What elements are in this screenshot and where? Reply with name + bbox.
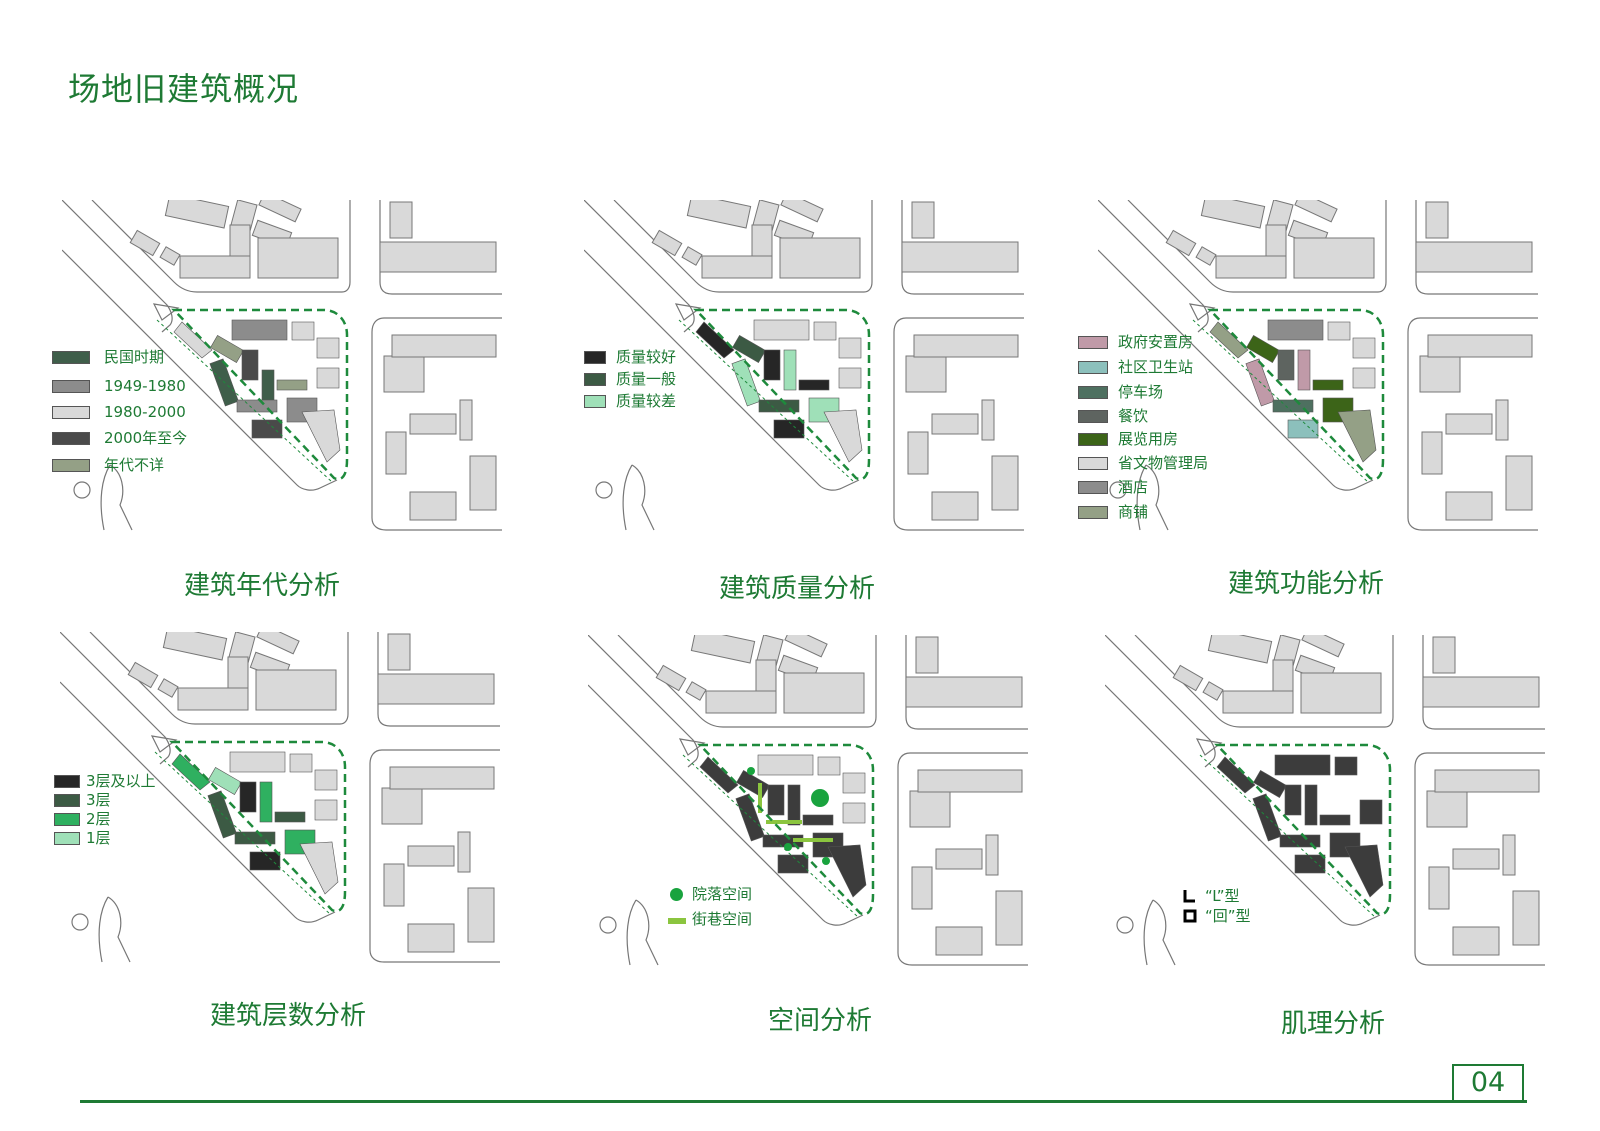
l-shape-icon <box>1183 890 1195 903</box>
panel-building-age: 民国时期 1949-1980 1980-2000 2000年至今 年代不详 <box>52 200 502 535</box>
site-map-quality <box>584 200 1024 531</box>
legend: 政府安置房 社区卫生站 停车场 餐饮 展览用房 省文物管理局 酒店 商铺 <box>1078 333 1278 523</box>
panel-building-quality: 质量较好 质量一般 质量较差 <box>584 200 1024 535</box>
page-number: 04 <box>1452 1064 1524 1102</box>
caption-building-function: 建筑功能分析 <box>1227 569 1385 599</box>
panel-space: 院落空间 街巷空间 <box>588 635 1028 970</box>
square-shape-icon <box>1183 909 1197 923</box>
panel-texture: “L”型 “回”型 <box>1105 635 1545 970</box>
caption-texture: 肌理分析 <box>1280 1009 1386 1039</box>
site-map-floors <box>60 632 500 963</box>
site-map-texture <box>1105 635 1545 966</box>
legend: “L”型 “回”型 <box>1183 887 1343 937</box>
legend: 3层及以上 3层 2层 1层 <box>54 772 214 852</box>
caption-building-age: 建筑年代分析 <box>183 571 341 601</box>
courtyard-marks <box>747 767 833 865</box>
bottom-rule <box>80 1100 1527 1103</box>
page-title: 场地旧建筑概况 <box>68 70 300 108</box>
site-map-space <box>588 635 1028 966</box>
legend: 院落空间 街巷空间 <box>668 885 828 935</box>
site-map-function <box>1098 200 1538 531</box>
legend: 质量较好 质量一般 质量较差 <box>584 348 784 418</box>
panel-building-floors: 3层及以上 3层 2层 1层 <box>54 632 500 967</box>
caption-building-floors: 建筑层数分析 <box>209 1001 367 1031</box>
caption-space: 空间分析 <box>767 1006 873 1036</box>
legend: 民国时期 1949-1980 1980-2000 2000年至今 年代不详 <box>52 348 252 488</box>
panel-building-function: 政府安置房 社区卫生站 停车场 餐饮 展览用房 省文物管理局 酒店 商铺 <box>1078 200 1538 535</box>
caption-building-quality: 建筑质量分析 <box>718 574 876 604</box>
site-map-age <box>62 200 502 531</box>
